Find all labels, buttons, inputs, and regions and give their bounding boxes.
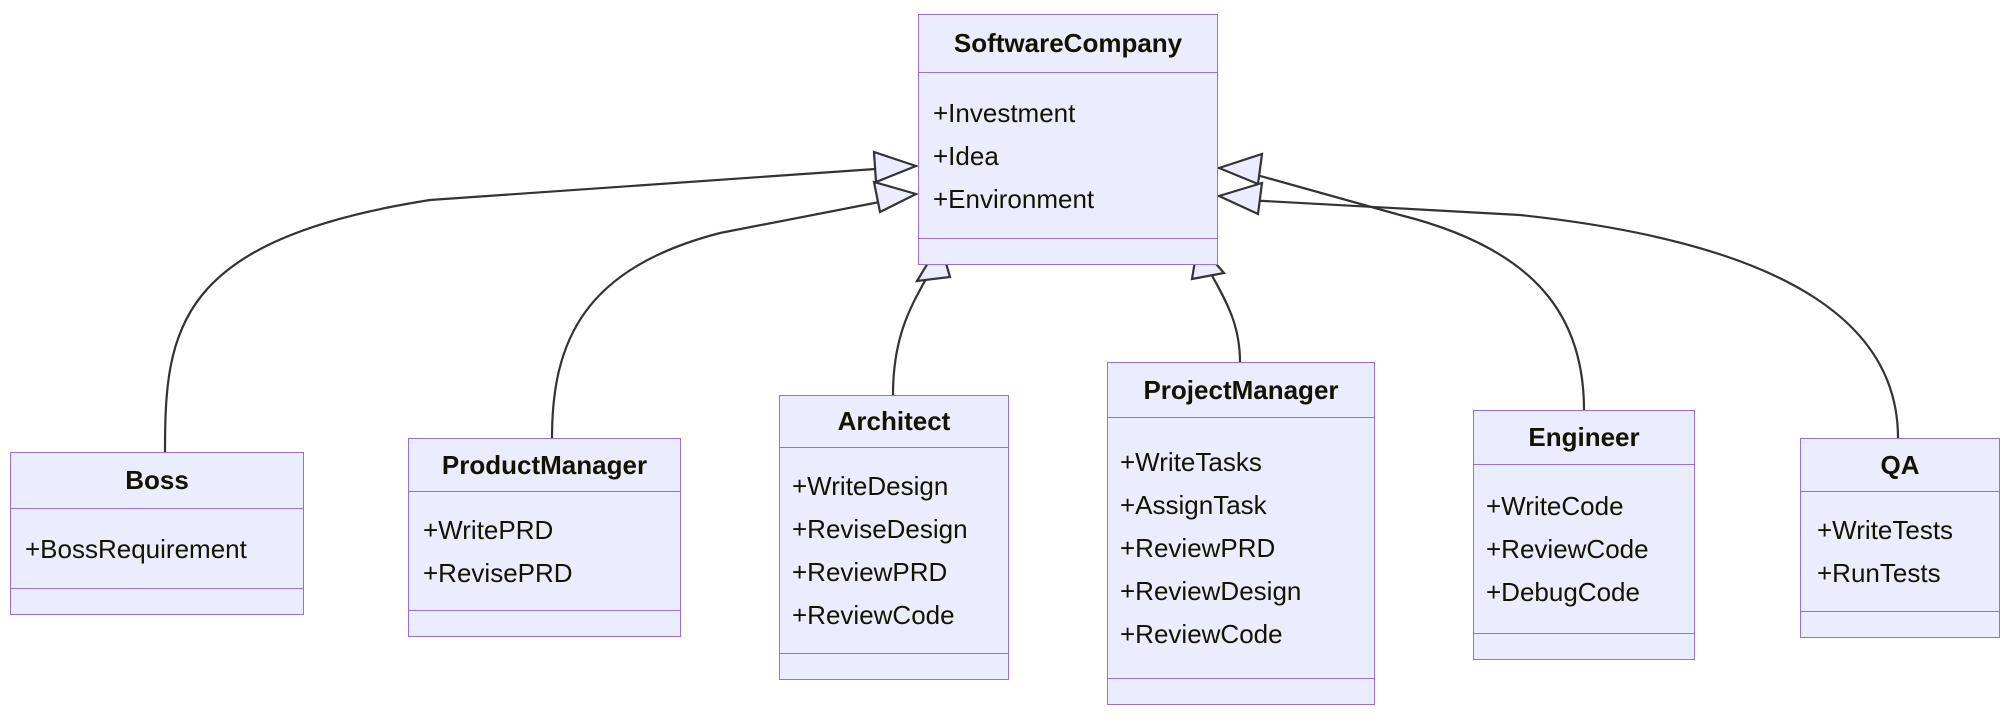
class-box-architect[interactable]: Architect +WriteDesign +ReviseDesign +Re… [779, 395, 1009, 680]
class-attribute: +RunTests [1817, 558, 1941, 588]
class-methods-project-manager [1108, 679, 1374, 704]
class-attribute: +WritePRD [423, 514, 554, 545]
class-attribute: +ReviseDesign [792, 514, 968, 544]
class-box-software-company[interactable]: SoftwareCompany +Investment +Idea +Envir… [918, 14, 1218, 265]
arrowhead-productmanager [872, 180, 920, 214]
class-title-boss: Boss [11, 453, 303, 509]
class-attribute: +ReviewDesign [1120, 576, 1302, 606]
edge-architect-to-softwarecompany [891, 267, 933, 396]
edge-projectmanager-to-softwarecompany [1207, 267, 1242, 363]
class-methods-qa [1801, 612, 1999, 637]
class-box-project-manager[interactable]: ProjectManager +WriteTasks +AssignTask +… [1107, 362, 1375, 705]
class-attribute: +ReviewCode [792, 600, 955, 630]
arrowhead-boss [872, 150, 920, 184]
class-attribute: +ReviewCode [1486, 534, 1649, 564]
class-attribute: +DebugCode [1486, 577, 1640, 607]
class-attribute: +BossRequirement [25, 533, 247, 564]
class-attribute: +Investment [933, 97, 1076, 128]
class-box-product-manager[interactable]: ProductManager +WritePRD +RevisePRD [408, 438, 681, 637]
class-attribute: +WriteCode [1486, 491, 1624, 521]
class-title-software-company: SoftwareCompany [919, 15, 1217, 73]
class-attributes-qa: +WriteTests +RunTests [1801, 492, 1999, 612]
class-attributes-software-company: +Investment +Idea +Environment [919, 73, 1217, 239]
class-attributes-product-manager: +WritePRD +RevisePRD [409, 492, 680, 611]
class-methods-software-company [919, 239, 1217, 264]
class-methods-engineer [1474, 634, 1694, 659]
class-box-qa[interactable]: QA +WriteTests +RunTests [1800, 438, 2000, 638]
class-attribute: +ReviewCode [1120, 619, 1283, 649]
class-methods-boss [11, 589, 303, 614]
class-attribute: +Environment [933, 183, 1095, 214]
class-attribute: +AssignTask [1120, 490, 1267, 520]
class-title-qa: QA [1801, 439, 1999, 492]
class-attribute: +WriteTasks [1120, 447, 1262, 477]
class-title-architect: Architect [780, 396, 1008, 448]
class-methods-product-manager [409, 611, 680, 636]
class-attribute: +Idea [933, 140, 999, 171]
arrowhead-engineer [1215, 152, 1264, 186]
class-title-project-manager: ProjectManager [1108, 363, 1374, 418]
class-attribute: +WriteTests [1817, 515, 1954, 545]
class-attributes-engineer: +WriteCode +ReviewCode +DebugCode [1474, 465, 1694, 634]
class-attributes-architect: +WriteDesign +ReviseDesign +ReviewPRD +R… [780, 448, 1008, 654]
class-attribute: +ReviewPRD [1120, 533, 1276, 563]
class-title-engineer: Engineer [1474, 411, 1694, 465]
class-box-engineer[interactable]: Engineer +WriteCode +ReviewCode +DebugCo… [1473, 410, 1695, 660]
class-title-product-manager: ProductManager [409, 439, 680, 492]
class-attributes-project-manager: +WriteTasks +AssignTask +ReviewPRD +Revi… [1108, 418, 1374, 679]
class-methods-architect [780, 654, 1008, 679]
class-attribute: +ReviewPRD [792, 557, 948, 587]
class-attributes-boss: +BossRequirement [11, 509, 303, 589]
arrowhead-qa [1215, 181, 1264, 216]
class-attribute: +RevisePRD [423, 557, 573, 588]
class-attribute: +WriteDesign [792, 471, 949, 501]
class-box-boss[interactable]: Boss +BossRequirement [10, 452, 304, 615]
